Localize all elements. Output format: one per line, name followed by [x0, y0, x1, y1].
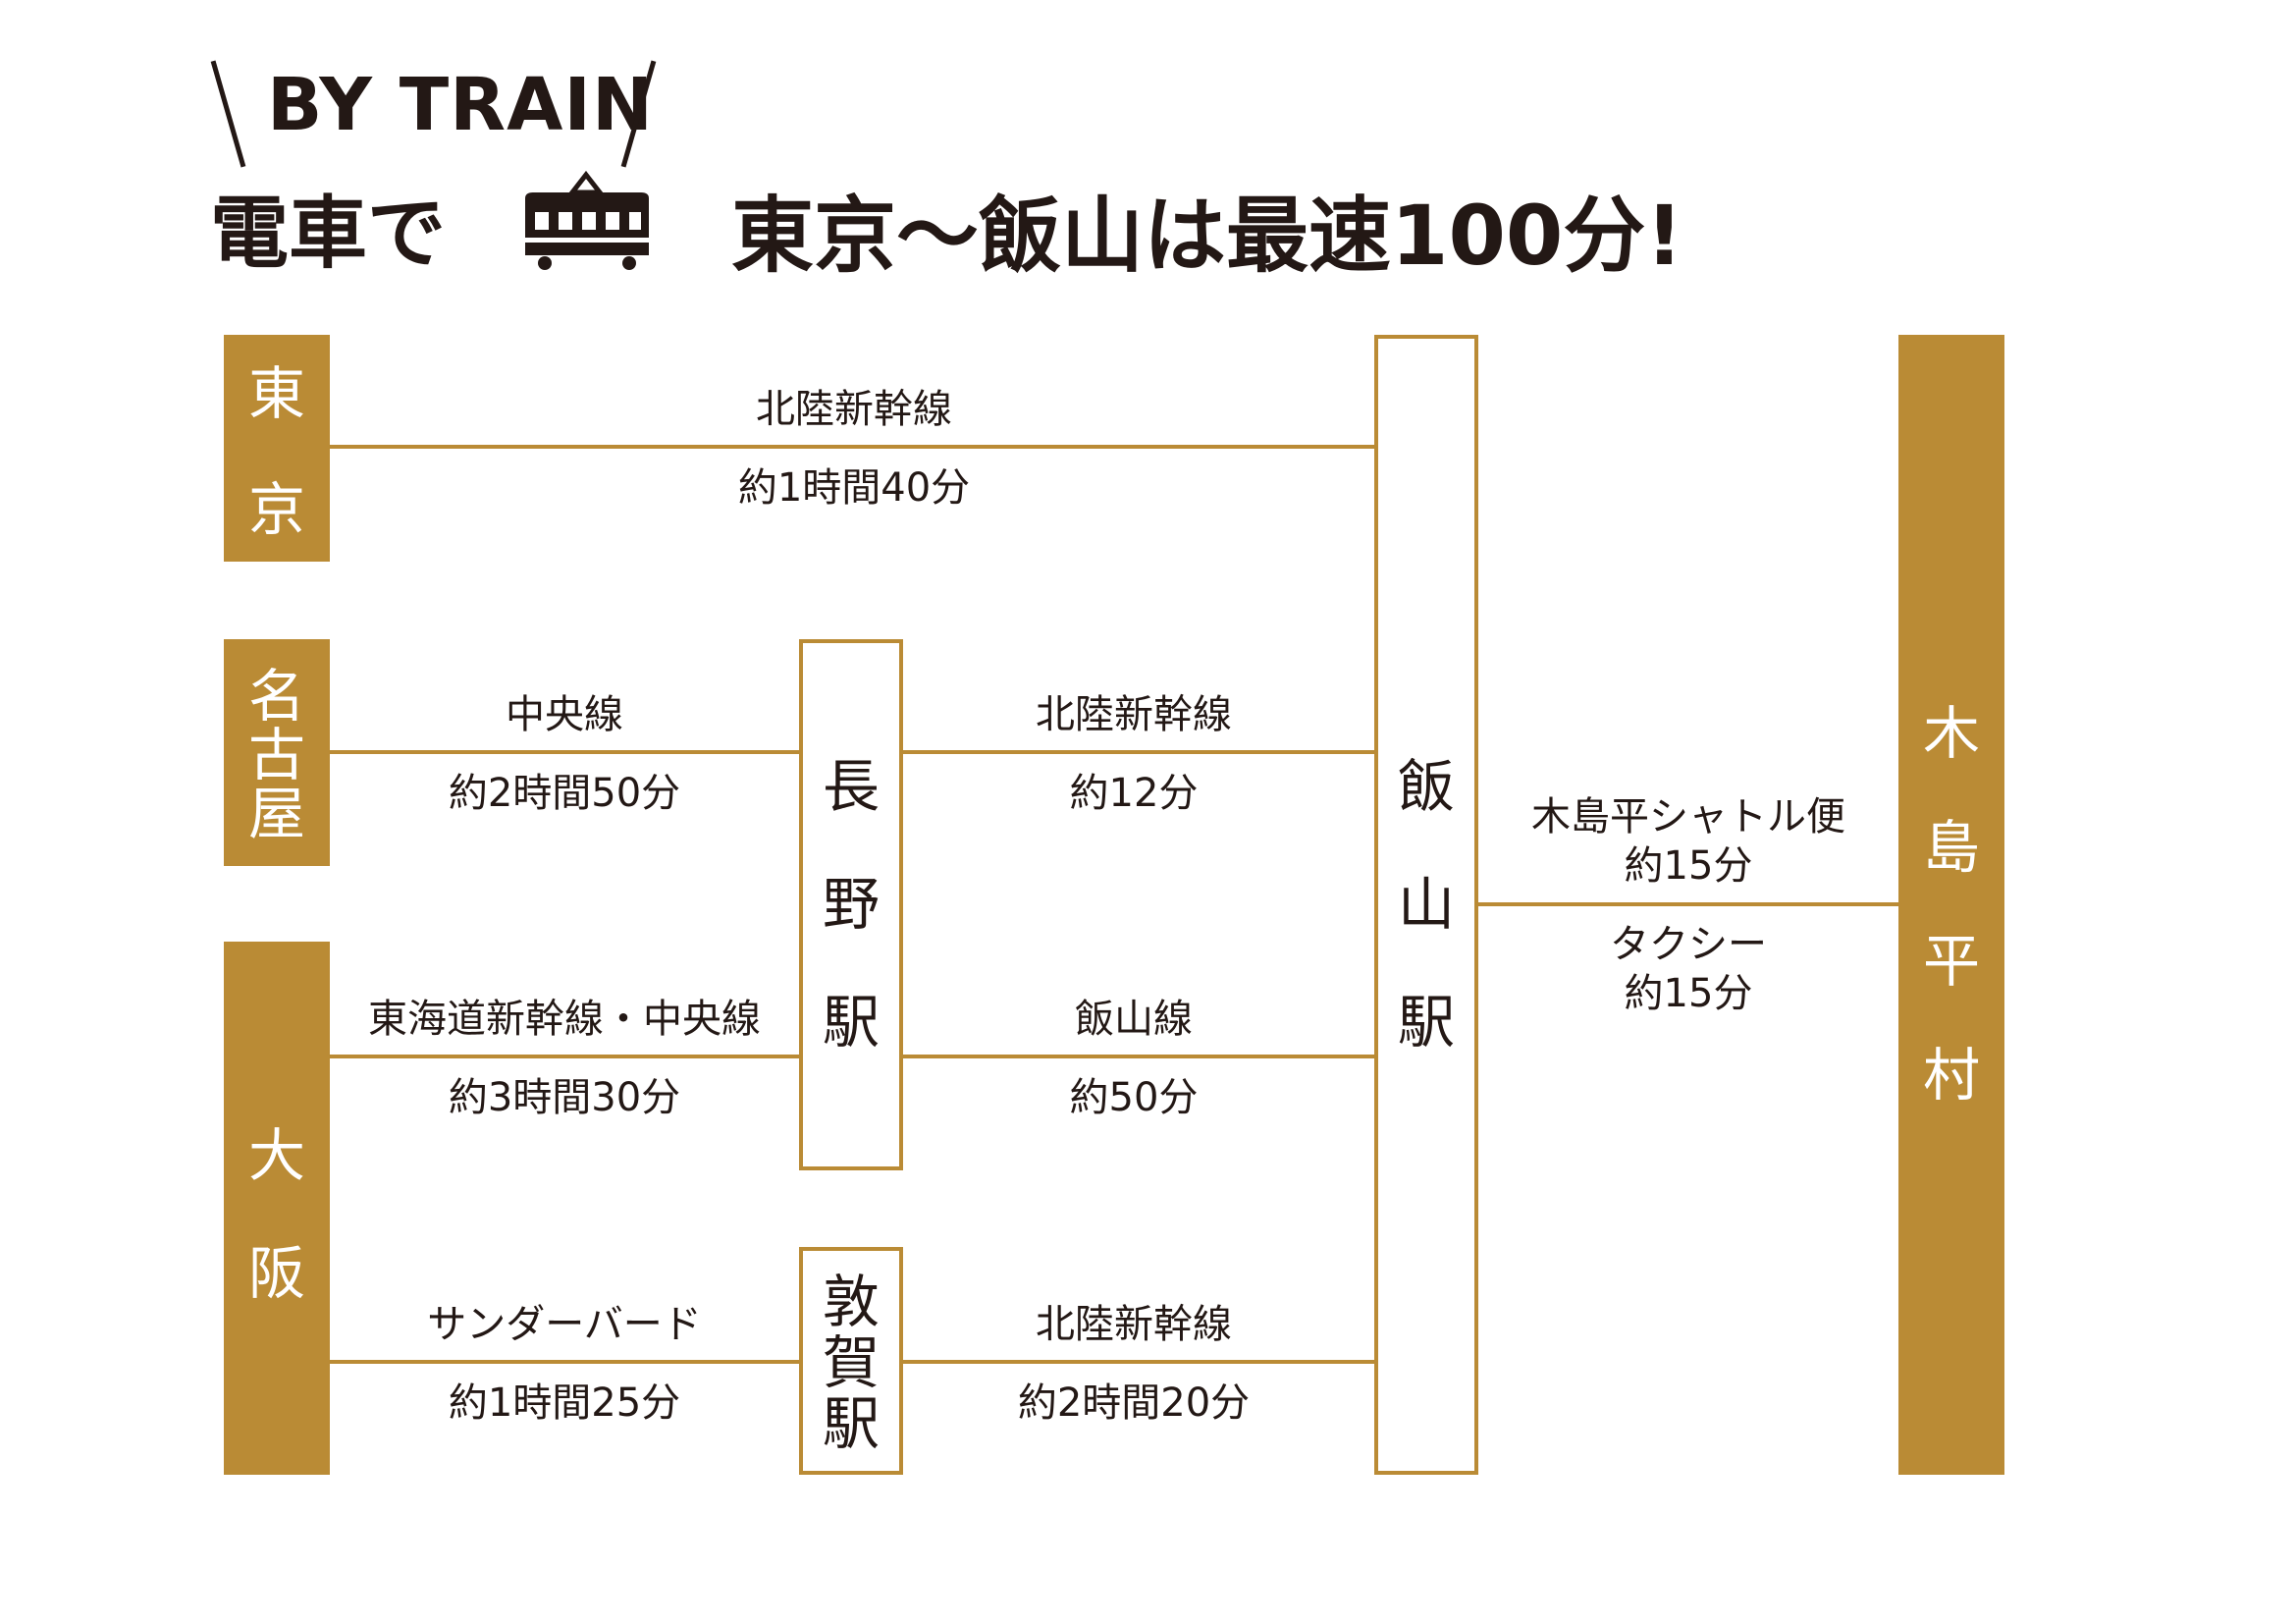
station-iiyama-char: 山 [1397, 871, 1455, 938]
route-line-name: 北陸新幹線 [1036, 692, 1232, 737]
route-line-nagano-iiyama-shinkansen [903, 750, 1374, 754]
route-line-osaka-nagano [330, 1055, 799, 1058]
headline-prefix: 電車で [210, 188, 446, 279]
headline: 東京～飯山は最速100分! [731, 188, 1683, 284]
route-time: 約1時間25分 [448, 1380, 681, 1426]
route-line-name: タクシー [1610, 922, 1767, 967]
route-time: 約15分 [1624, 843, 1753, 889]
origin-nagoya-char: 名 [247, 663, 305, 730]
route-line-nagano-iiyama-local [903, 1055, 1374, 1058]
train-icon [515, 169, 658, 277]
origin-nagoya-box [224, 639, 330, 866]
origin-osaka-box [224, 942, 330, 1475]
destination-kijimadaira-char: 島 [1922, 814, 1980, 881]
station-nagano-box [799, 639, 903, 1170]
route-time: 約2時間20分 [1017, 1380, 1251, 1426]
route-line-name: サンダーバード [427, 1302, 702, 1347]
subtitle-by-train: BY TRAIN [267, 63, 654, 147]
route-time: 約1時間40分 [737, 465, 971, 511]
route-time: 約3時間30分 [448, 1075, 681, 1120]
destination-kijimadaira-char: 木 [1922, 700, 1980, 767]
route-line-name: 木島平シャトル便 [1531, 794, 1845, 839]
station-nagano-char: 駅 [822, 989, 880, 1056]
route-line-tsuruga-iiyama [903, 1360, 1374, 1364]
origin-nagoya-char: 古 [247, 722, 305, 788]
station-tsuruga-label: 敦 賀 駅 [799, 1273, 903, 1452]
left-slash [210, 60, 246, 168]
route-line-tokyo-iiyama [330, 445, 1374, 449]
destination-kijimadaira-label: 木 島 平 村 [1898, 705, 2004, 1104]
station-iiyama-char: 飯 [1397, 753, 1455, 820]
route-time: 約50分 [1069, 1075, 1199, 1120]
station-iiyama-box [1374, 335, 1478, 1475]
origin-osaka-char: 大 [247, 1122, 305, 1189]
route-line-name: 北陸新幹線 [756, 387, 952, 432]
destination-kijimadaira-box [1898, 335, 2004, 1475]
origin-osaka-label: 大 阪 [224, 1127, 330, 1302]
origin-tokyo-char: 京 [247, 476, 305, 543]
station-nagano-char: 長 [822, 753, 880, 820]
route-time: 約2時間50分 [448, 771, 681, 816]
destination-kijimadaira-char: 平 [1922, 928, 1980, 995]
origin-tokyo-label: 東 京 [224, 365, 330, 538]
route-line-nagoya-nagano [330, 750, 799, 754]
route-line-name: 北陸新幹線 [1036, 1302, 1232, 1347]
route-time: 約12分 [1069, 771, 1199, 816]
origin-tokyo-char: 東 [247, 360, 305, 427]
origin-osaka-char: 阪 [247, 1240, 305, 1307]
station-nagano-char: 野 [822, 871, 880, 938]
route-line-name: 飯山線 [1075, 997, 1193, 1042]
route-line-name: 中央線 [506, 692, 623, 737]
route-line-osaka-tsuruga [330, 1360, 799, 1364]
route-line-name: 東海道新幹線・中央線 [368, 997, 761, 1042]
station-tsuruga-char: 敦 [822, 1269, 880, 1335]
origin-nagoya-label: 名 古 屋 [224, 668, 330, 842]
station-nagano-label: 長 野 駅 [799, 758, 903, 1051]
origin-tokyo-box [224, 335, 330, 562]
station-iiyama-label: 飯 山 駅 [1374, 758, 1478, 1051]
route-line-iiyama-kijimadaira [1478, 902, 1898, 906]
station-tsuruga-char: 賀 [822, 1329, 880, 1396]
origin-nagoya-char: 屋 [247, 781, 305, 847]
station-iiyama-char: 駅 [1397, 989, 1455, 1056]
station-tsuruga-box [799, 1247, 903, 1475]
station-tsuruga-char: 駅 [822, 1390, 880, 1457]
route-time: 約15分 [1624, 971, 1753, 1016]
destination-kijimadaira-char: 村 [1922, 1042, 1980, 1109]
